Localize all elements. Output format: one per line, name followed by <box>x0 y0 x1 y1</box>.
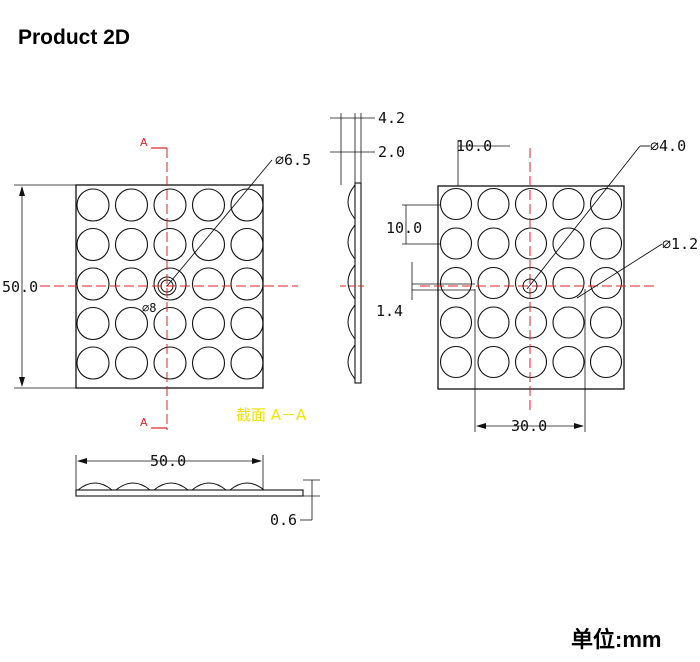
lens <box>439 306 473 339</box>
lens-profile <box>347 224 356 260</box>
lens <box>439 187 473 221</box>
lens <box>191 227 226 262</box>
lens <box>230 306 264 341</box>
section-marker-top: A <box>140 136 148 149</box>
leader-center-hole <box>526 145 641 290</box>
back-lens-grid <box>439 187 623 379</box>
lens-profile <box>153 482 189 491</box>
lens <box>477 266 510 300</box>
lens <box>76 267 110 301</box>
lens-profile <box>347 304 356 340</box>
bottom-view: 50.0 0.6 <box>75 452 320 529</box>
back-view-outline <box>437 185 625 390</box>
lens <box>114 267 149 301</box>
lens <box>477 306 510 339</box>
lens <box>191 188 226 222</box>
lens <box>230 346 264 380</box>
dim-height-label: 50.0 <box>2 278 38 296</box>
dim-pitch-x: 10.0 <box>456 137 492 155</box>
lens <box>552 227 585 260</box>
lens-profile <box>77 482 113 491</box>
lens <box>153 188 187 222</box>
lens <box>439 345 473 379</box>
dim-base-thickness: 2.0 <box>378 143 405 161</box>
lens <box>514 306 548 339</box>
lens <box>153 346 187 380</box>
lens <box>153 306 187 341</box>
leader-lens-diameter <box>166 159 273 287</box>
lens <box>114 346 149 380</box>
dim-offset: 1.4 <box>376 302 403 320</box>
lens <box>114 306 149 341</box>
section-marker-bottom: A <box>140 416 148 429</box>
lens-profile <box>347 264 356 300</box>
dim-bottom-width: 50.0 <box>150 452 186 470</box>
side-view: 4.2 2.0 截面 A－A <box>236 109 405 424</box>
lens <box>76 188 110 222</box>
lens <box>589 187 623 221</box>
lens <box>114 227 149 262</box>
lens <box>589 266 623 300</box>
side-lens-profile <box>347 184 356 380</box>
back-center-hole <box>522 278 538 294</box>
dim-total-thickness: 4.2 <box>378 109 405 127</box>
dim-pitch-y: 10.0 <box>386 219 422 237</box>
lens <box>514 227 548 260</box>
lens <box>230 227 264 262</box>
dim-lens-diameter: ⌀6.5 <box>275 151 311 169</box>
lens <box>76 306 110 341</box>
page-title: Product 2D <box>18 26 131 49</box>
dim-small-hole: ⌀1.2 <box>662 235 698 253</box>
lens <box>589 345 623 379</box>
lens <box>76 346 110 380</box>
lens <box>552 187 585 221</box>
lens <box>153 267 187 301</box>
lens <box>514 266 548 300</box>
front-lens-grid <box>76 188 264 380</box>
unit-label: 单位:mm <box>571 627 662 652</box>
lens <box>230 267 264 301</box>
lens <box>153 227 187 262</box>
lens <box>76 227 110 262</box>
lens <box>191 346 226 380</box>
dim-bottom-thickness: 0.6 <box>270 511 297 529</box>
section-label: 截面 A－A <box>236 406 307 424</box>
lens <box>589 227 623 260</box>
lens <box>439 266 473 300</box>
lens <box>439 227 473 260</box>
lens-profile <box>229 482 265 491</box>
bottom-lens-profile <box>77 482 265 491</box>
lens-profile <box>347 184 356 220</box>
back-view: 10.0 10.0 1.4 ⌀4.0 ⌀1.2 30.0 <box>376 137 698 435</box>
lens <box>191 306 226 341</box>
lens <box>477 227 510 260</box>
lens <box>552 306 585 339</box>
lens <box>514 345 548 379</box>
leader-small-hole <box>576 243 663 299</box>
dim-span: 30.0 <box>511 417 547 435</box>
lens <box>477 345 510 379</box>
lens <box>589 306 623 339</box>
lens <box>552 345 585 379</box>
dim-hole-label: ⌀8 <box>142 301 156 315</box>
lens-profile <box>191 482 227 491</box>
lens <box>477 187 510 221</box>
side-base-plate <box>354 182 362 384</box>
lens <box>191 267 226 301</box>
lens <box>552 266 585 300</box>
dim-center-hole: ⌀4.0 <box>650 137 686 155</box>
front-view: A A 50.0 ⌀6.5 ⌀8 <box>2 136 311 430</box>
lens-profile <box>115 482 151 491</box>
bottom-base-plate <box>75 489 304 497</box>
lens <box>114 188 149 222</box>
lens <box>230 188 264 222</box>
lens-profile <box>347 344 356 380</box>
lens <box>514 187 548 221</box>
